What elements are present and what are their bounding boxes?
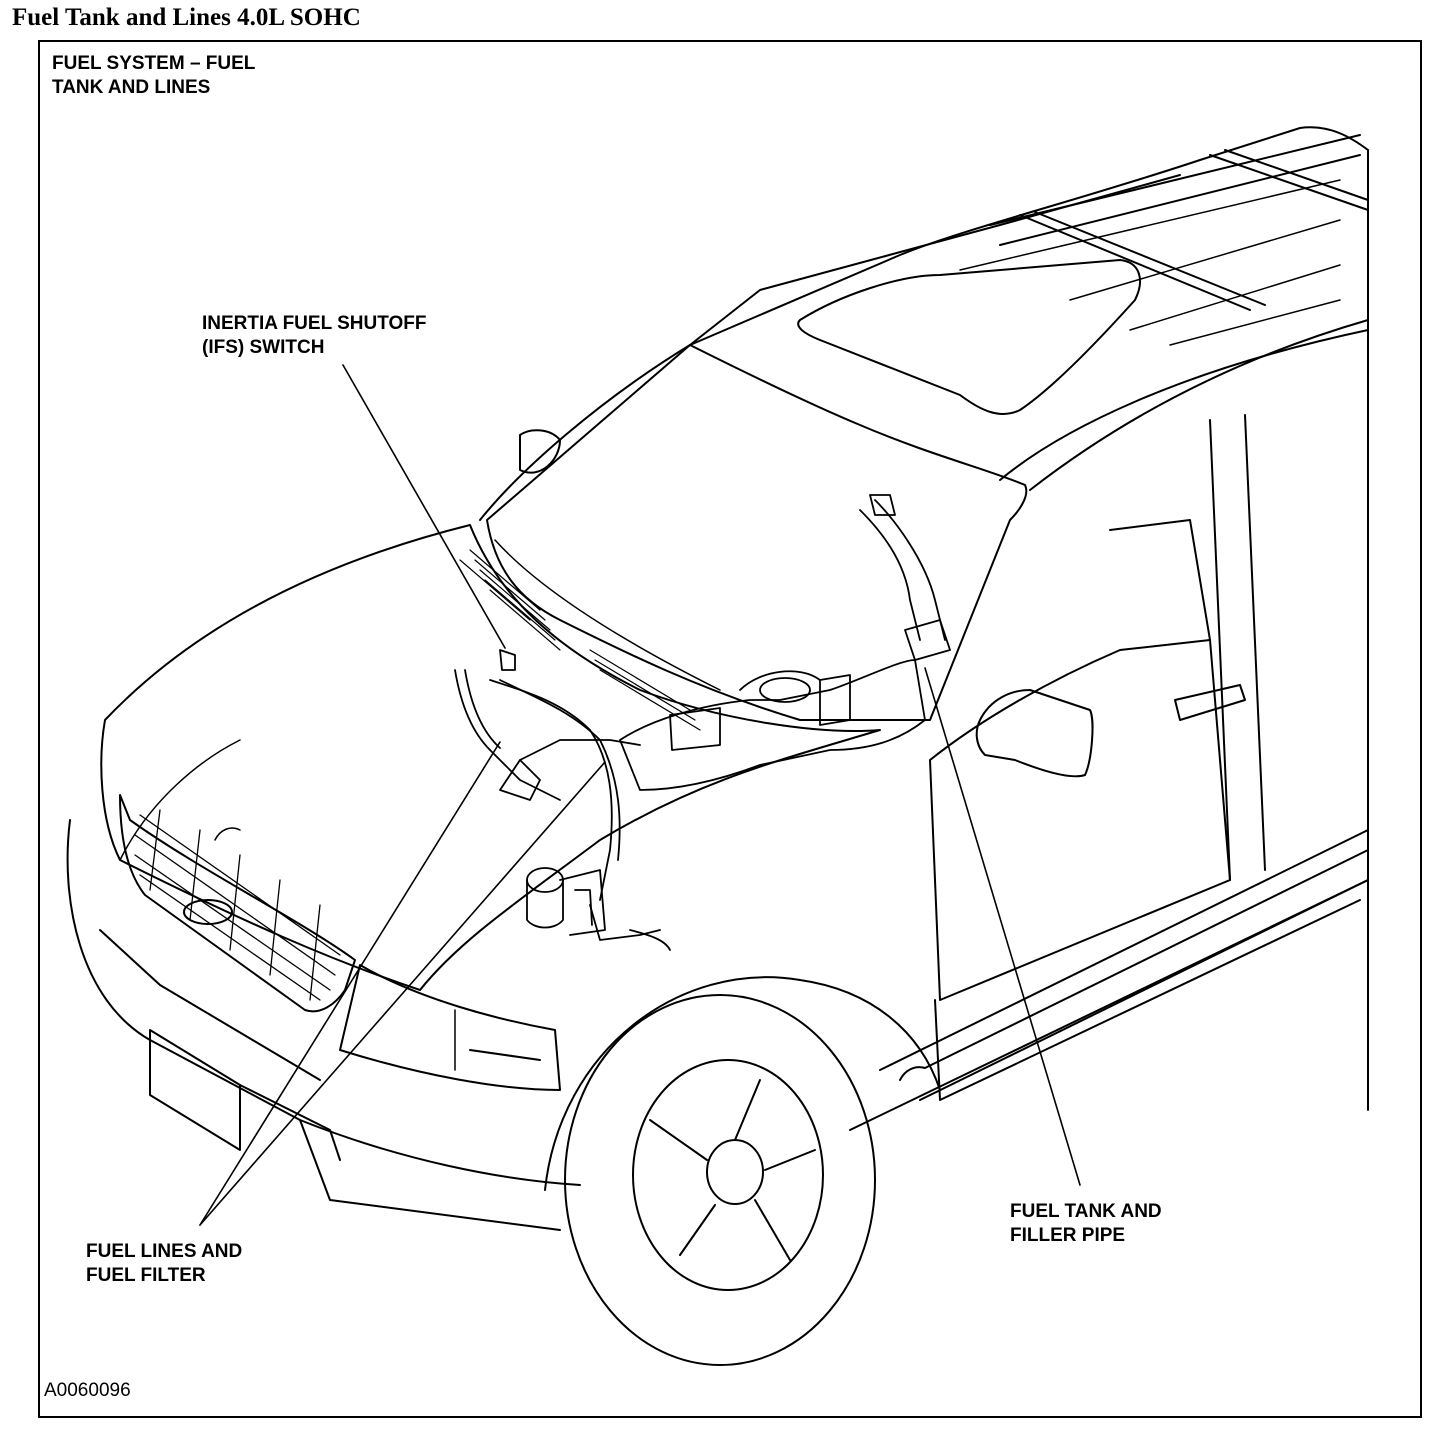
callout-fuel-tank: FUEL TANK AND FILLER PIPE (1010, 1200, 1162, 1248)
callout-ifs-switch-line1: INERTIA FUEL SHUTOFF (202, 313, 427, 334)
callout-ifs-switch: INERTIA FUEL SHUTOFF (IFS) SWITCH (202, 312, 426, 360)
callout-fuel-lines-line2: FUEL FILTER (86, 1265, 206, 1286)
left-mirror (519, 429, 561, 474)
callout-fuel-lines: FUEL LINES AND FUEL FILTER (86, 1240, 242, 1288)
vehicle-body-outline (479, 126, 1369, 1111)
figure-heading-line2: TANK AND LINES (52, 77, 211, 98)
front-wheel (544, 976, 941, 1366)
grille (119, 794, 356, 1013)
roof-rack (959, 134, 1369, 346)
callout-fuel-tank-line2: FILLER PIPE (1010, 1225, 1126, 1246)
cowl-vents (459, 549, 701, 731)
fuel-lines (454, 649, 671, 951)
side-panels (849, 414, 1369, 1131)
figure-heading: FUEL SYSTEM – FUEL TANK AND LINES (52, 52, 255, 100)
fuel-tank-assembly (619, 494, 951, 791)
fuel-filter (526, 867, 606, 936)
leader-lines (199, 364, 1081, 1226)
figure-id: A0060096 (44, 1380, 131, 1401)
callout-fuel-lines-line1: FUEL LINES AND (86, 1241, 243, 1262)
headlamp (339, 964, 561, 1091)
callout-fuel-tank-line1: FUEL TANK AND (1010, 1201, 1162, 1222)
figure-frame (38, 40, 1422, 1418)
windshield (486, 344, 1028, 721)
sunroof (797, 259, 1141, 415)
page-title: Fuel Tank and Lines 4.0L SOHC (12, 4, 361, 31)
side-mirror (975, 689, 1094, 778)
callout-ifs-switch-line2: (IFS) SWITCH (202, 337, 325, 358)
front-bumper (66, 819, 581, 1231)
figure-heading-line1: FUEL SYSTEM – FUEL (52, 53, 256, 74)
